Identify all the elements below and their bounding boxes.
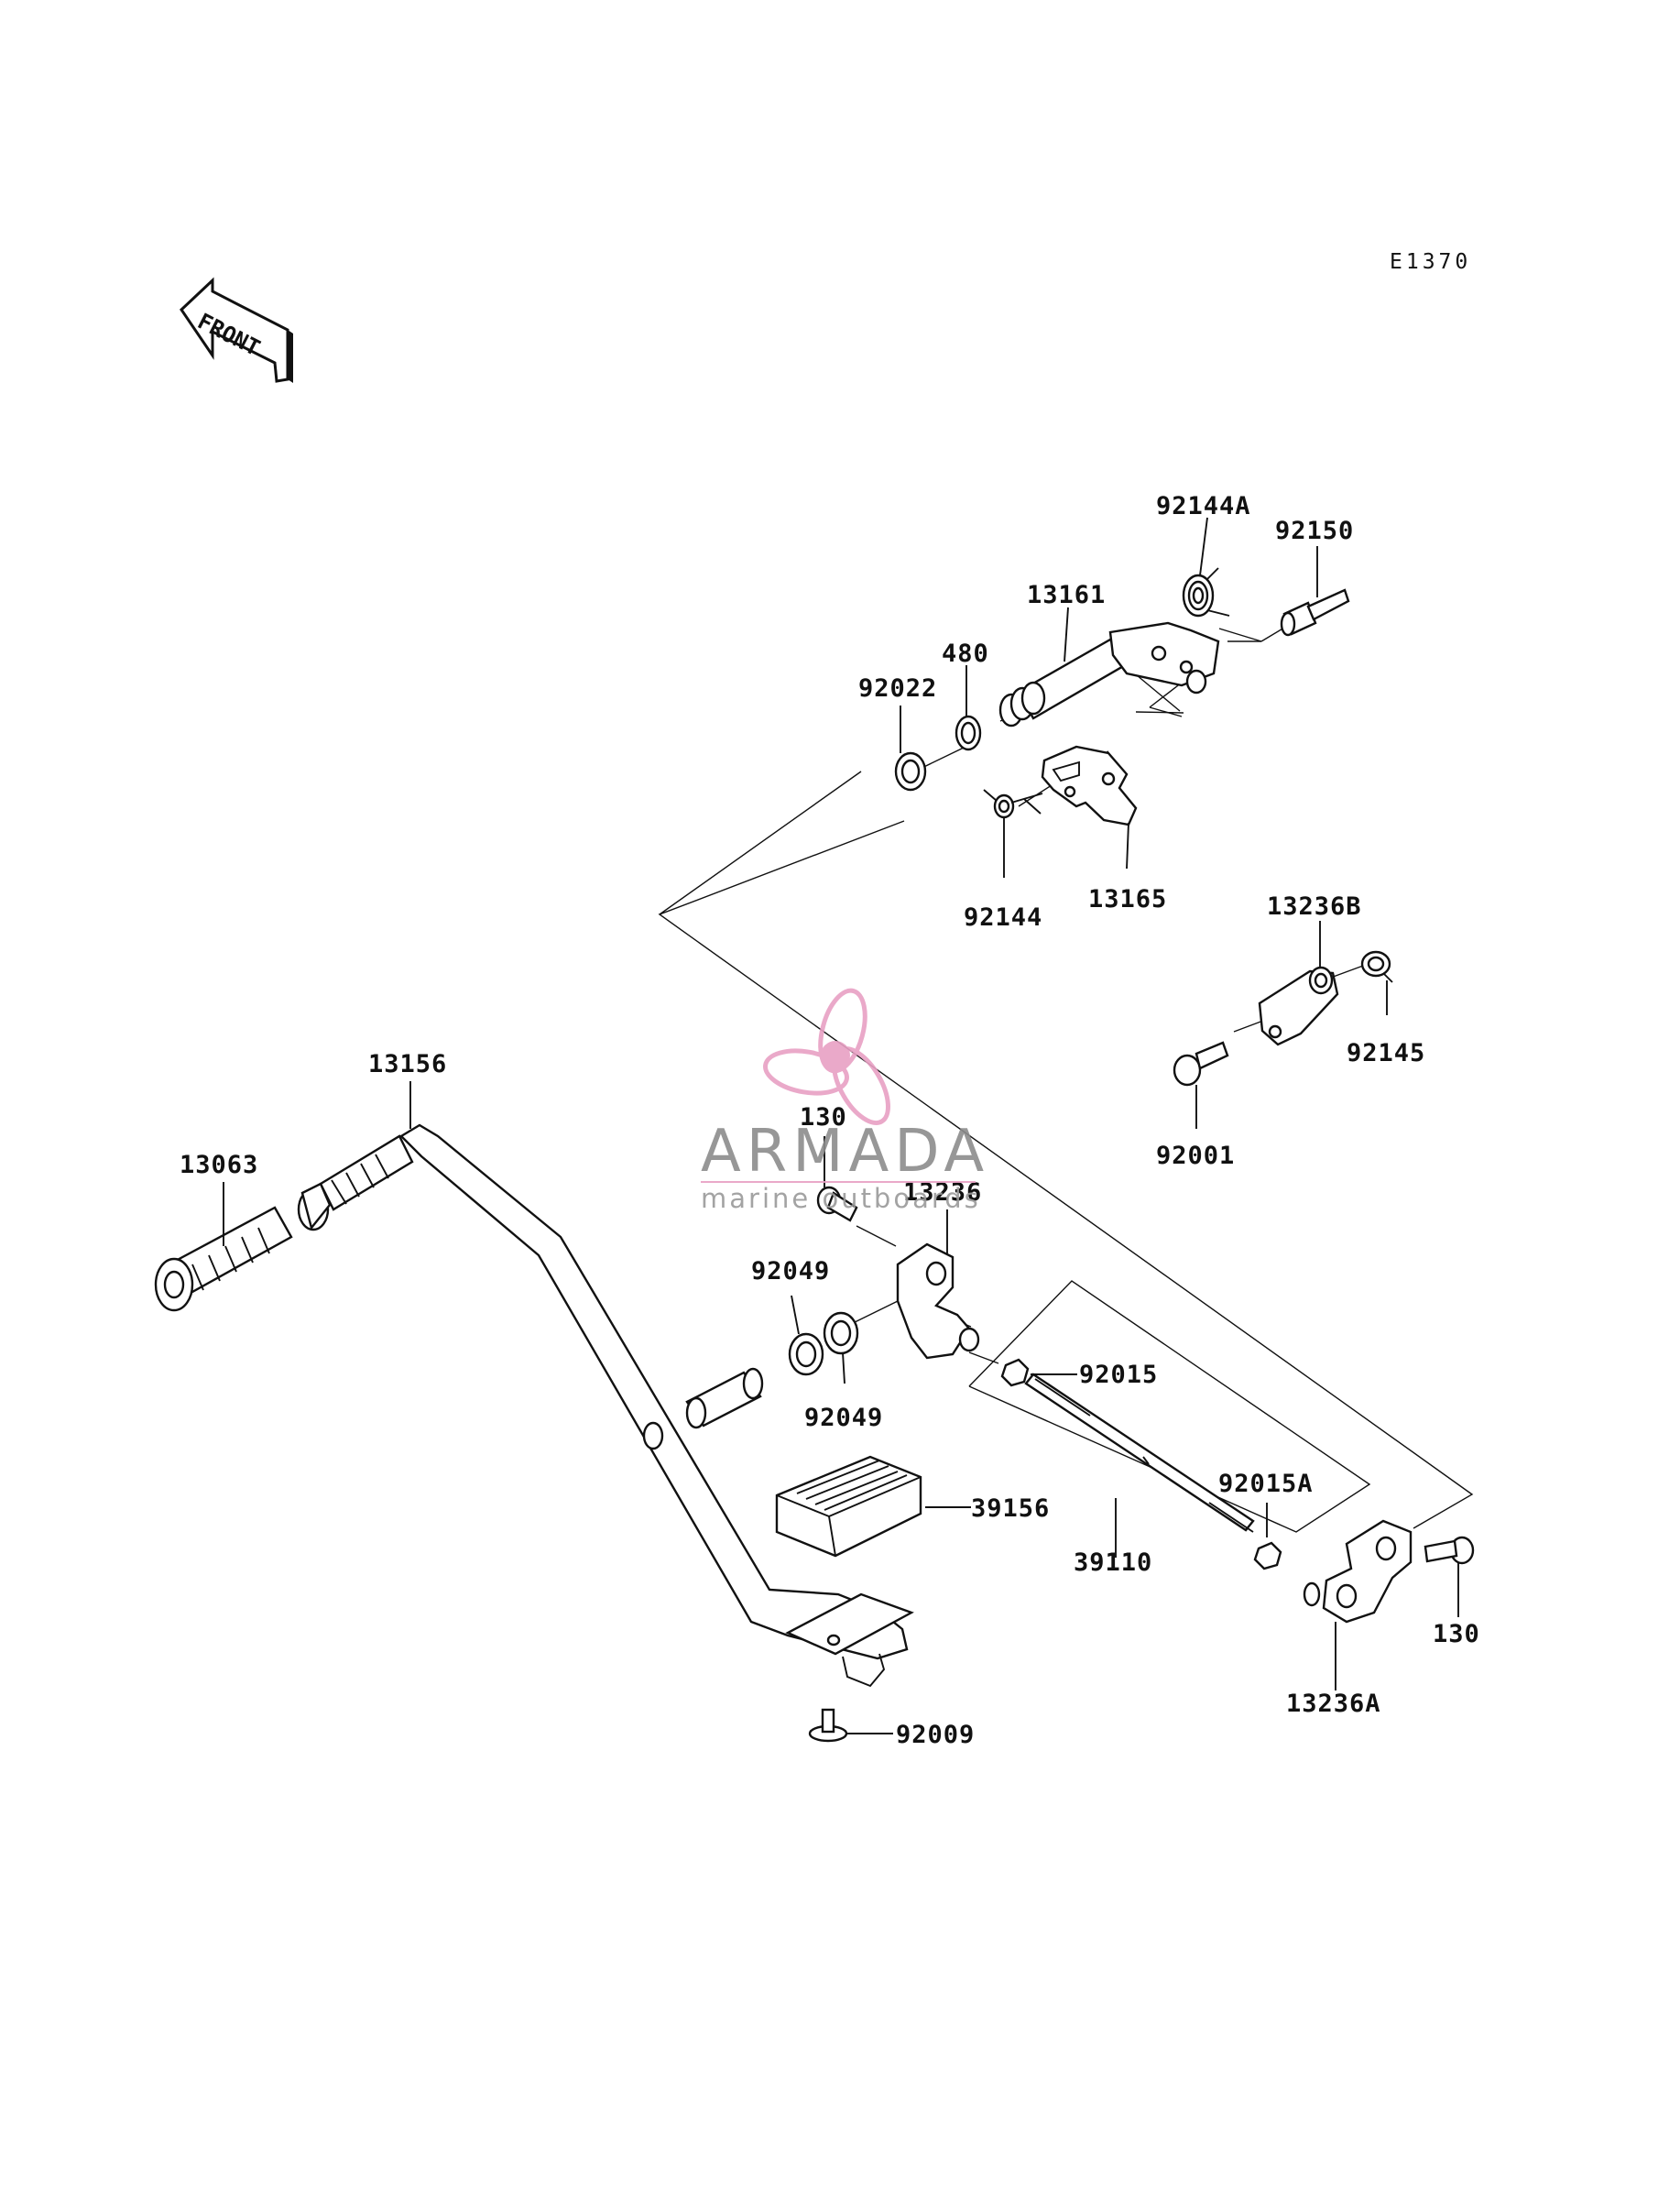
label-92049-lower: 92049 xyxy=(804,1404,883,1432)
footrest-pad-39156 xyxy=(775,1455,922,1558)
tie-rod-39110 xyxy=(1024,1373,1255,1533)
bolt-92001 xyxy=(1173,1041,1229,1087)
bolt-92150 xyxy=(1280,588,1350,637)
label-13236A: 13236A xyxy=(1286,1690,1381,1718)
label-92150: 92150 xyxy=(1275,517,1354,545)
plate-13165 xyxy=(1041,745,1138,826)
pedal-cap xyxy=(297,1182,332,1231)
label-92015A: 92015A xyxy=(1218,1470,1314,1498)
label-39156: 39156 xyxy=(971,1494,1050,1523)
washer-92022 xyxy=(894,751,927,792)
spring-92144A xyxy=(1182,567,1230,618)
label-13156: 13156 xyxy=(368,1050,447,1078)
label-13063: 13063 xyxy=(180,1151,258,1179)
watermark: ARMADA marine outboards xyxy=(701,988,989,1214)
label-13161: 13161 xyxy=(1027,581,1106,609)
diagram-reference-code: E1370 xyxy=(1390,250,1471,274)
front-arrow-icon: FRONT xyxy=(180,277,293,383)
label-130-right: 130 xyxy=(1433,1620,1480,1648)
label-480: 480 xyxy=(942,640,989,668)
arm-13236A xyxy=(1303,1519,1413,1624)
label-13236B: 13236B xyxy=(1267,892,1362,921)
bolt-130-left xyxy=(816,1186,858,1222)
label-92009: 92009 xyxy=(896,1721,975,1749)
pedal-rubber-13063 xyxy=(154,1206,293,1312)
label-92015: 92015 xyxy=(1079,1361,1158,1389)
arm-13236B xyxy=(1258,966,1339,1046)
watermark-tagline: marine outboards xyxy=(701,1183,981,1214)
callout-leaders xyxy=(223,517,1459,1734)
nut-92015 xyxy=(1000,1358,1030,1387)
spring-92144 xyxy=(983,789,1043,819)
bolt-130-right xyxy=(1424,1536,1475,1565)
washer-92049-a xyxy=(788,1332,824,1376)
label-92001: 92001 xyxy=(1156,1142,1235,1170)
spring-92145 xyxy=(1360,950,1393,983)
screw-92009 xyxy=(808,1708,848,1743)
label-92022: 92022 xyxy=(858,674,937,703)
shift-lever-13156 xyxy=(319,1123,914,1688)
label-13236: 13236 xyxy=(903,1178,982,1207)
label-92049-upper: 92049 xyxy=(751,1257,830,1285)
label-92145: 92145 xyxy=(1347,1039,1425,1067)
label-13165: 13165 xyxy=(1088,885,1167,914)
nut-92015A xyxy=(1253,1541,1282,1570)
washer-92049-b xyxy=(823,1311,859,1355)
label-92144: 92144 xyxy=(964,903,1042,932)
label-39110: 39110 xyxy=(1074,1548,1152,1577)
shift-shaft-13161 xyxy=(998,621,1220,728)
arm-13236 xyxy=(896,1242,980,1360)
watermark-brand: ARMADA xyxy=(701,1118,989,1186)
label-130-left: 130 xyxy=(800,1103,847,1132)
circlip-480 xyxy=(955,715,982,751)
label-92144A: 92144A xyxy=(1156,492,1251,520)
propeller-logo-icon xyxy=(763,988,890,1125)
